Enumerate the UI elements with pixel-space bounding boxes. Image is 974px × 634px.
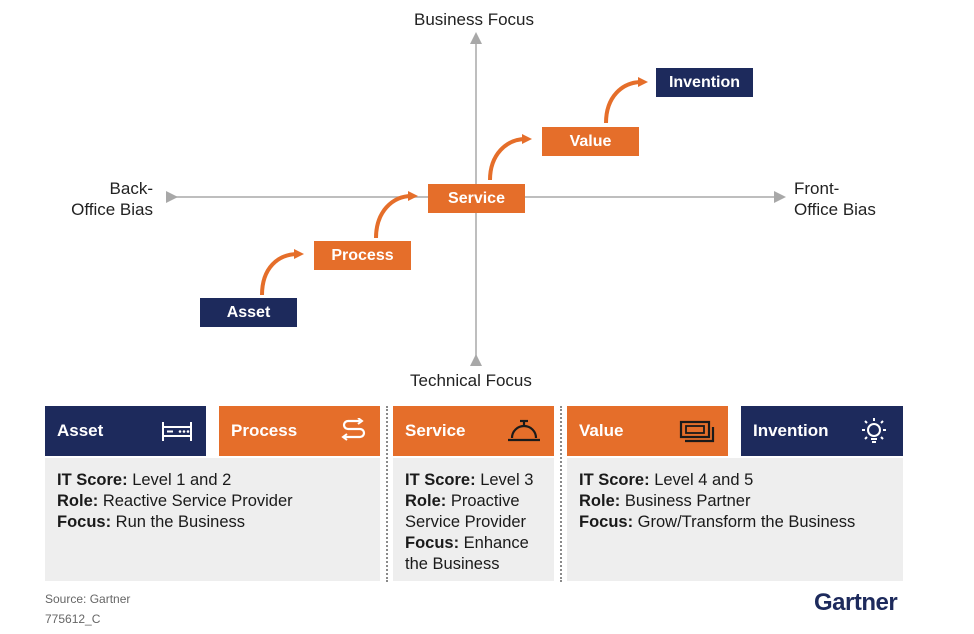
band-process: Process bbox=[219, 406, 380, 456]
axis-label-right-line2: Office Bias bbox=[794, 200, 876, 219]
stage-asset: Asset bbox=[200, 298, 297, 327]
band-asset-label: Asset bbox=[57, 421, 104, 440]
arrow-process-to-service bbox=[374, 191, 418, 239]
server-rack-icon bbox=[160, 420, 194, 442]
panel-left-focus: Focus: Run the Business bbox=[57, 513, 246, 531]
panel-value-invention: IT Score: Level 4 and 5 Role: Business P… bbox=[567, 458, 903, 581]
divider-right bbox=[560, 406, 562, 582]
band-asset: Asset bbox=[45, 406, 206, 456]
panel-right-role: Role: Business Partner bbox=[579, 492, 751, 510]
band-invention: Invention bbox=[741, 406, 903, 456]
panel-middle-focus: Focus: Enhance the Business bbox=[405, 534, 529, 573]
axis-label-right: Front- Office Bias bbox=[794, 178, 876, 220]
stage-value: Value bbox=[542, 127, 639, 156]
band-service: Service bbox=[393, 406, 554, 456]
arrow-service-to-value bbox=[488, 134, 532, 181]
axis-label-bottom: Technical Focus bbox=[410, 371, 532, 390]
panel-left-it-score: IT Score: Level 1 and 2 bbox=[57, 471, 232, 489]
winding-path-icon bbox=[340, 418, 368, 444]
panel-asset-process: IT Score: Level 1 and 2 Role: Reactive S… bbox=[45, 458, 380, 581]
arrow-asset-to-process bbox=[260, 249, 304, 296]
band-process-label: Process bbox=[231, 421, 298, 440]
band-value: Value bbox=[567, 406, 728, 456]
figure-code: 775612_C bbox=[45, 612, 101, 626]
panel-right-focus: Focus: Grow/Transform the Business bbox=[579, 513, 856, 531]
axes-diagram bbox=[166, 32, 786, 366]
panel-service: IT Score: Level 3 Role: Proactive Servic… bbox=[393, 458, 554, 581]
divider-left bbox=[386, 406, 388, 582]
source-text: Source: Gartner bbox=[45, 592, 131, 606]
panel-right-it-score: IT Score: Level 4 and 5 bbox=[579, 471, 754, 489]
axis-label-left: Back- Office Bias bbox=[56, 178, 153, 220]
axis-label-right-line1: Front- bbox=[794, 179, 840, 198]
money-bill-icon bbox=[678, 418, 716, 444]
stage-invention: Invention bbox=[656, 68, 753, 97]
stage-process: Process bbox=[314, 241, 411, 270]
axis-label-left-line2: Office Bias bbox=[71, 200, 153, 219]
band-service-label: Service bbox=[405, 421, 466, 440]
panel-middle-role: Role: Proactive Service Provider bbox=[405, 492, 527, 531]
arrow-value-to-invention bbox=[604, 77, 648, 124]
axis-label-top: Business Focus bbox=[414, 10, 534, 29]
stage-service: Service bbox=[428, 184, 525, 213]
panel-middle-it-score: IT Score: Level 3 bbox=[405, 471, 534, 489]
axis-label-left-line1: Back- bbox=[109, 179, 153, 198]
band-invention-label: Invention bbox=[753, 421, 829, 440]
service-bell-icon bbox=[506, 418, 542, 444]
panel-left-role: Role: Reactive Service Provider bbox=[57, 492, 293, 510]
gartner-logo: Gartner bbox=[814, 589, 898, 616]
lightbulb-icon bbox=[857, 417, 891, 445]
band-value-label: Value bbox=[579, 421, 624, 440]
